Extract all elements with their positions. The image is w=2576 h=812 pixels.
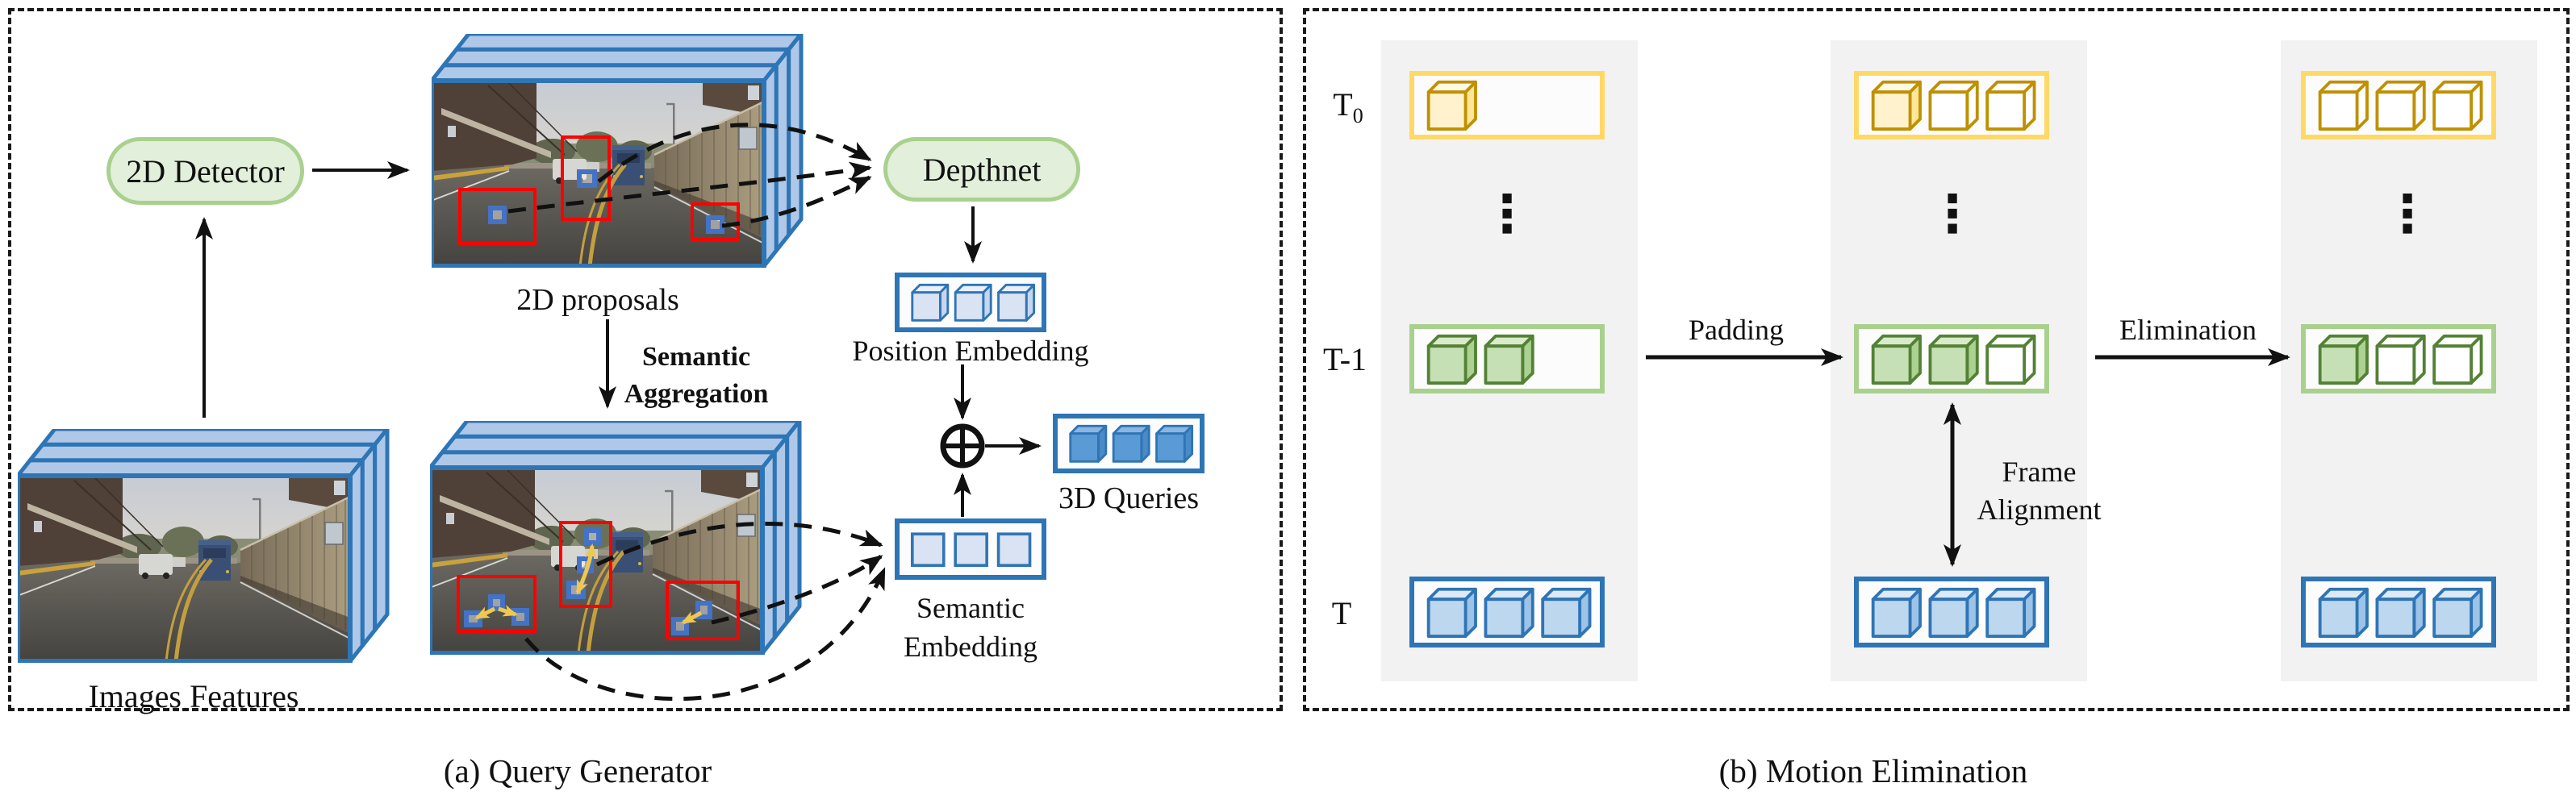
cube-row bbox=[2318, 587, 2483, 638]
padding-label: Padding bbox=[1688, 314, 1784, 346]
cube-row bbox=[2318, 80, 2483, 131]
3d-queries-label: 3D Queries bbox=[1058, 481, 1200, 515]
cube-row bbox=[910, 532, 1032, 568]
row-label-t0: T0 bbox=[1333, 86, 1363, 127]
cube-row bbox=[1871, 587, 2036, 638]
queue-box-initial-t0 bbox=[1409, 71, 1605, 139]
vertical-ellipsis-icon: ⋮ bbox=[2382, 185, 2433, 244]
queue-box-padded-t0 bbox=[1854, 71, 2049, 139]
elimination-label: Elimination bbox=[2119, 314, 2257, 346]
semantic-embedding-label: Semantic Embedding bbox=[904, 592, 1037, 664]
cube-row bbox=[1426, 334, 1534, 385]
cube-row bbox=[2318, 334, 2483, 385]
2d-detector-node: 2D Detector bbox=[106, 137, 304, 205]
position-embedding-label: Position Embedding bbox=[852, 335, 1089, 367]
vertical-ellipsis-icon: ⋮ bbox=[1927, 185, 1978, 244]
queue-box-eliminated-t bbox=[2301, 577, 2496, 648]
cube-row bbox=[1871, 334, 2036, 385]
semantic-embedding-box bbox=[895, 518, 1046, 580]
cube-row bbox=[1426, 587, 1592, 638]
queue-box-eliminated-t0 bbox=[2301, 71, 2496, 139]
caption-motion-elimination: (b) Motion Elimination bbox=[1718, 752, 2028, 789]
caption-query-generator: (a) Query Generator bbox=[443, 752, 712, 789]
2d-proposals-label: 2D proposals bbox=[516, 283, 679, 317]
cube-row bbox=[1426, 80, 1477, 131]
images-features-box bbox=[18, 429, 390, 663]
2d-proposals-feature-box bbox=[432, 34, 804, 268]
position-embedding-box bbox=[895, 273, 1046, 332]
cube-row bbox=[911, 283, 1036, 322]
queue-box-eliminated-t1 bbox=[2301, 324, 2496, 394]
cube-row bbox=[1871, 80, 2036, 131]
queue-box-padded-t1 bbox=[1854, 324, 2049, 394]
queue-box-initial-t bbox=[1409, 577, 1605, 648]
frame-alignment-label: Frame Alignment bbox=[1977, 456, 2102, 526]
semantic-aggregation-label: Semantic Aggregation bbox=[624, 342, 769, 410]
row-label-t-minus-1: T-1 bbox=[1322, 341, 1367, 377]
3d-queries-box bbox=[1053, 414, 1204, 473]
2d-detector-label: 2D Detector bbox=[126, 152, 285, 189]
queue-box-padded-t bbox=[1854, 577, 2049, 648]
cube-row bbox=[1069, 424, 1194, 463]
depthnet-label: Depthnet bbox=[922, 151, 1042, 188]
images-features-label: Images Features bbox=[88, 678, 299, 714]
vertical-ellipsis-icon: ⋮ bbox=[1481, 185, 1533, 244]
aggregated-feature-box bbox=[430, 421, 802, 655]
row-label-t: T bbox=[1331, 595, 1352, 631]
queue-box-initial-t1 bbox=[1409, 324, 1605, 394]
depthnet-node: Depthnet bbox=[883, 137, 1080, 202]
